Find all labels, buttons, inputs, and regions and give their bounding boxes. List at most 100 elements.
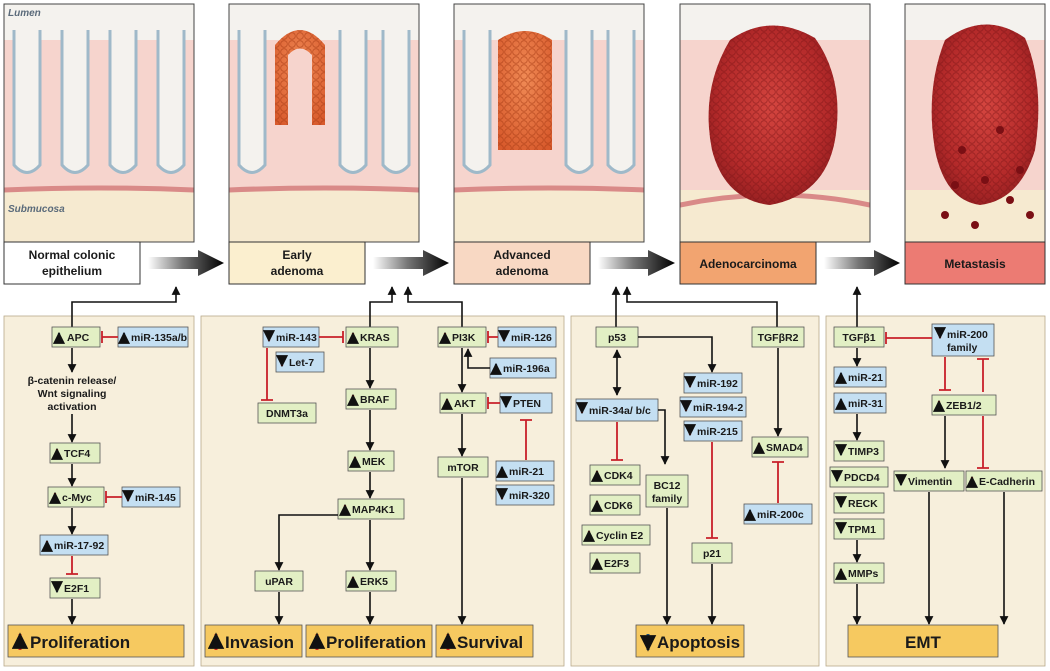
mmps-label: MMPs [848,568,878,580]
timp3-label: TIMP3 [848,446,879,458]
stage-advanced-line1: Advanced [493,248,550,262]
upar-node [254,570,304,592]
pdcd4-label: PDCD4 [844,472,880,484]
stage-box-normal [3,241,141,285]
mir200-line2: family [947,342,978,354]
normal-epithelium-illustration [4,4,194,242]
stage-box-advanced-adenoma [453,241,591,285]
mir196a-label: miR-196a [503,363,550,375]
kras-pi3k-panel: miR-143 Let-7 DNMT3a KRAS BRAF MEK MAP4K… [204,326,557,658]
progression-arrow-2 [373,250,449,276]
kras-label: KRAS [360,332,390,344]
smad4-node [751,436,809,458]
mir215-label: miR-215 [697,426,738,438]
ecadherin-label: E-Cadherin [979,476,1035,488]
bcatenin-line1: β-catenin release/ [28,375,117,387]
advanced-adenoma-illustration [454,4,644,242]
progression-arrows [148,250,900,276]
stage-normal-line1: Normal colonic [29,248,116,262]
zeb-node [931,394,997,416]
stage-early-line1: Early [282,248,312,262]
stage-box-metastasis [904,241,1046,285]
stage-early-line2: adenoma [271,264,324,278]
cyclin-e2-node [581,524,651,546]
zeb-label: ZEB1/2 [946,400,982,412]
stage-box-early-adenoma [228,241,366,285]
p21-label: p21 [703,548,721,560]
outcome-emt [847,624,999,658]
mtor-node [437,456,489,478]
mir34-label: miR-34a/ b/c [589,405,651,417]
stage-adenocarcinoma-label: Adenocarcinoma [699,257,797,271]
emt-panel: TGFβ1 miR-200 family miR-21 miR-31 ZEB1/… [829,323,1043,658]
p21-node [691,542,733,564]
cdk4-label: CDK4 [604,470,633,482]
tissue-illustrations: Lumen Submucosa [3,3,1046,243]
map4k1-label: MAP4K1 [352,504,395,516]
upar-label: uPAR [265,576,293,588]
outcome-proliferation-2-label: Proliferation [326,633,426,652]
stage-label-row: Normal colonic epithelium Early adenoma … [3,241,1046,285]
e2f1-label: E2F1 [64,583,89,595]
vimentin-label: Vimentin [908,476,952,488]
cdk6-label: CDK6 [604,500,633,512]
mek-label: MEK [362,456,386,468]
mir1942-label: miR-194-2 [693,402,743,414]
outcome-emt-label: EMT [905,633,942,652]
outcome-proliferation-2 [305,624,433,658]
dnmt3a-node [257,402,317,424]
mir31-label: miR-31 [848,398,883,410]
progression-arrow-1 [148,250,224,276]
map4k1-node [337,498,405,520]
erk5-label: ERK5 [360,576,388,588]
tgfbr2-node [751,326,805,348]
mir21-label: miR-21 [509,466,544,478]
lumen-label: Lumen [8,8,41,19]
braf-label: BRAF [360,394,390,406]
dnmt3a-label: DNMT3a [266,408,308,420]
mir135-label: miR-135a/b [131,332,187,344]
e2f3-label: E2F3 [604,558,629,570]
tgfb1-label: TGFβ1 [842,332,875,344]
wnt-pathway-panel: APC miR-135a/b β-catenin release/ Wnt si… [7,326,189,658]
tpm1-label: TPM1 [848,524,876,536]
akt-label: AKT [454,398,476,410]
outcome-apoptosis-label: Apoptosis [657,633,740,652]
mir200-line1: miR-200 [947,329,988,341]
bcatenin-line2: Wnt signaling [38,388,107,400]
bcatenin-line3: activation [47,401,96,413]
progression-arrow-3 [598,250,675,276]
stage-metastasis-label: Metastasis [944,257,1006,271]
outcome-proliferation-1 [7,624,185,658]
mir126-label: miR-126 [511,332,552,344]
pten-label: PTEN [513,398,541,410]
cmyc-label: c-Myc [62,492,92,504]
mir1792-node [39,534,109,556]
progression-arrow-4 [824,250,900,276]
stage-advanced-line2: adenoma [496,264,549,278]
mir192-label: miR-192 [697,378,738,390]
outcome-survival-label: Survival [457,633,523,652]
early-adenoma-illustration [229,4,419,242]
mir143-label: miR-143 [276,332,317,344]
reck-label: RECK [848,498,878,510]
tgfb1-node [833,326,885,348]
p53-label: p53 [608,332,626,344]
mir1792-label: miR-17-92 [54,540,104,552]
outcome-invasion-label: Invasion [225,633,294,652]
smad4-label: SMAD4 [766,442,803,454]
bc12-family-node [645,474,689,508]
metastasis-illustration [905,4,1045,242]
adenocarcinoma-illustration [680,4,870,242]
stage-connectors [71,286,862,327]
mir145-label: miR-145 [135,492,176,504]
mir200c-label: miR-200c [757,509,804,521]
cmyc-node [47,486,105,508]
apc-label: APC [67,332,90,344]
tcf4-label: TCF4 [64,448,90,460]
tgfbr2-label: TGFβR2 [758,332,799,344]
let7-label: Let-7 [289,357,314,369]
bc12-line2: family [652,493,683,505]
cyclin-e2-label: Cyclin E2 [596,530,643,542]
